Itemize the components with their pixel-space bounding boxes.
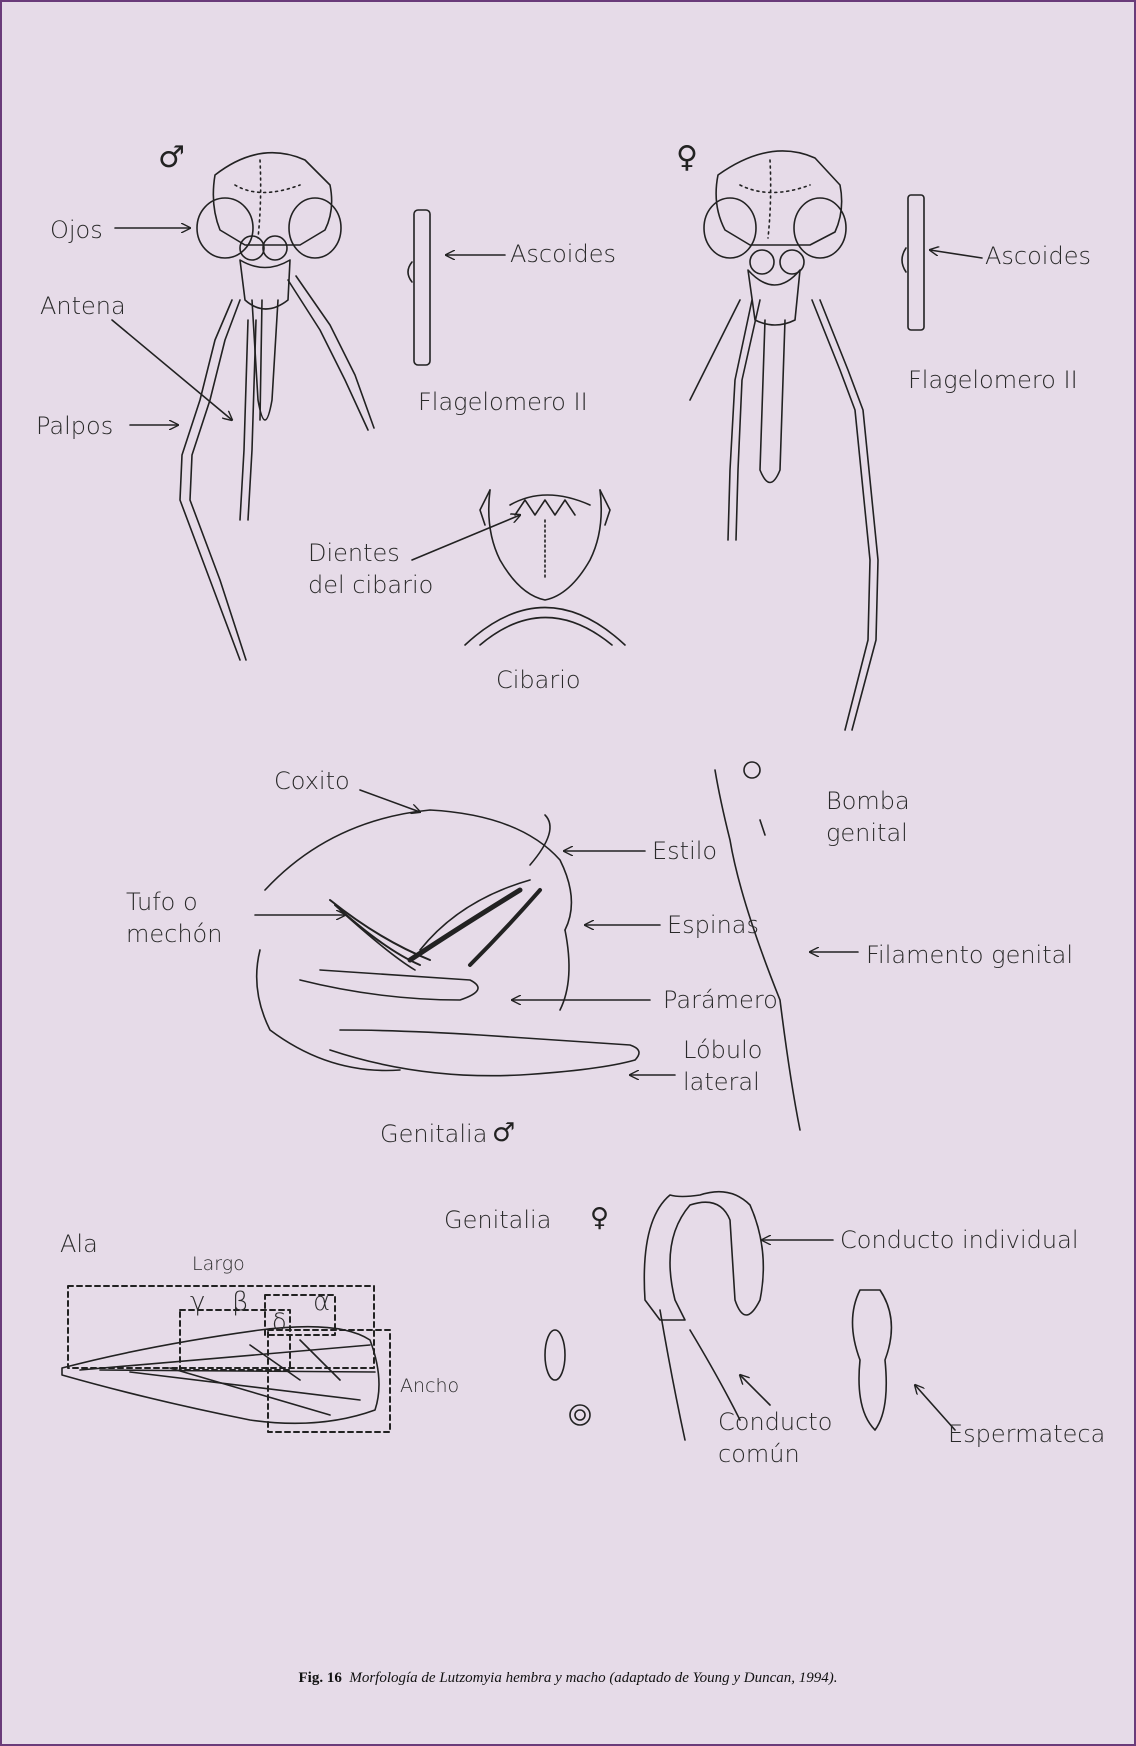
label-bomba-2: genital [826, 817, 908, 849]
label-filamento: Filamento genital [866, 939, 1073, 971]
caption-figure-number: Fig. 16 [299, 1670, 342, 1686]
male-symbol-genitalia: ♂ [492, 1118, 515, 1148]
female-flagellomere-drawing [902, 195, 924, 330]
female-symbol-head: ♀ [676, 140, 698, 175]
label-flagelomero-female: Flagelomero II [908, 364, 1078, 396]
label-ascoides-male: Ascoides [510, 238, 616, 270]
label-ancho: Ancho [400, 1370, 459, 1402]
female-symbol-genitalia: ♀ [590, 1203, 609, 1233]
label-antena: Antena [40, 290, 126, 322]
label-flagelomero-male: Flagelomero II [418, 386, 588, 418]
arrow-antena [112, 320, 232, 420]
label-espermateca: Espermateca [948, 1418, 1105, 1450]
label-conducto-comun-2: común [718, 1438, 800, 1470]
label-alpha: α [313, 1286, 330, 1318]
female-head-drawing [690, 151, 878, 730]
label-paramero: Parámero [663, 984, 778, 1016]
label-espinas: Espinas [667, 909, 759, 941]
male-symbol-head: ♂ [158, 140, 185, 175]
label-tufo-1: Tufo o [126, 886, 198, 918]
label-dientes-1: Dientes [308, 537, 400, 569]
label-estilo: Estilo [652, 835, 717, 867]
arrow-ascoides-f [930, 250, 982, 258]
cibarium-drawing [465, 490, 625, 645]
label-lobulo-1: Lóbulo [683, 1034, 762, 1066]
male-flagellomere-drawing [408, 210, 430, 365]
label-genitalia-male: Genitalia [380, 1118, 487, 1150]
label-conducto-comun-1: Conducto [718, 1406, 832, 1438]
arrow-dientes [412, 515, 520, 560]
label-delta: δ [272, 1306, 287, 1338]
label-conducto-individual: Conducto individual [840, 1224, 1079, 1256]
label-coxito: Coxito [274, 765, 350, 797]
label-ascoides-female: Ascoides [985, 240, 1091, 272]
figure-caption: Fig. 16 Morfología de Lutzomyia hembra y… [0, 1670, 1136, 1687]
label-largo: Largo [192, 1248, 245, 1280]
label-tufo-2: mechón [126, 918, 222, 950]
label-palpos: Palpos [36, 410, 113, 442]
label-gamma: γ [190, 1286, 205, 1318]
label-ala: Ala [60, 1228, 98, 1260]
arrow-coxito [360, 790, 420, 812]
label-bomba-1: Bomba [826, 785, 910, 817]
label-cibario: Cibario [496, 664, 581, 696]
arrow-conducto-comun [740, 1375, 770, 1405]
label-ojos: Ojos [50, 214, 103, 246]
wing-drawing [62, 1286, 390, 1432]
label-beta: β [232, 1286, 249, 1318]
label-dientes-2: del cibario [308, 569, 433, 601]
caption-text: Morfología de Lutzomyia hembra y macho (… [349, 1670, 837, 1686]
label-lobulo-2: lateral [683, 1066, 760, 1098]
label-genitalia-female: Genitalia [444, 1204, 551, 1236]
